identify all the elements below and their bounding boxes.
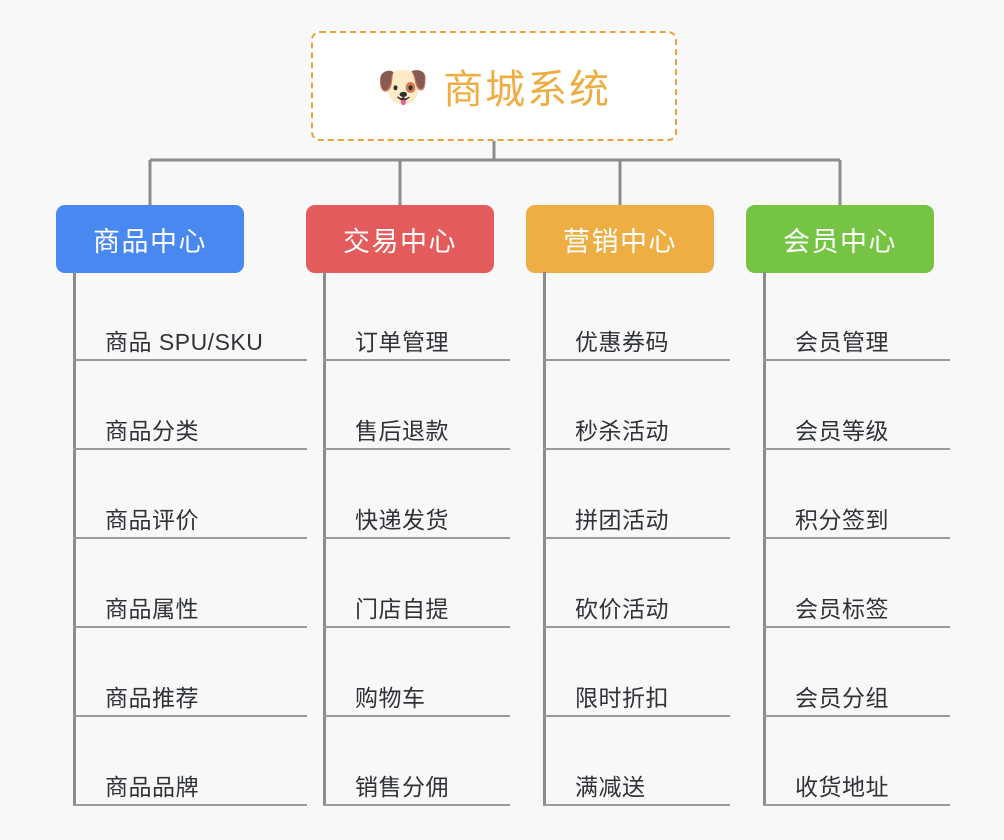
leaf-item-label: 限时折扣	[575, 684, 669, 711]
leaf-item[interactable]: 商品 SPU/SKU	[73, 272, 307, 361]
leaf-trunk-line	[543, 272, 546, 806]
leaf-item[interactable]: 商品评价	[73, 450, 307, 539]
dog-face-icon: 🐶	[376, 63, 430, 110]
leaf-item[interactable]: 购物车	[323, 628, 510, 717]
category-box-member-center[interactable]: 会员中心	[746, 205, 934, 273]
category-label: 会员中心	[783, 226, 897, 257]
leaf-item[interactable]: 满减送	[543, 717, 730, 806]
root-title: 商城系统	[443, 68, 612, 112]
category-box-product-center[interactable]: 商品中心	[56, 205, 244, 273]
leaf-item-label: 订单管理	[355, 328, 449, 355]
leaf-item-label: 积分签到	[795, 506, 889, 533]
root-node[interactable]: 🐶 商城系统	[311, 31, 677, 141]
leaf-item[interactable]: 会员分组	[763, 628, 950, 717]
leaf-item[interactable]: 优惠券码	[543, 272, 730, 361]
category-box-marketing-center[interactable]: 营销中心	[526, 205, 714, 273]
leaf-item[interactable]: 商品推荐	[73, 628, 307, 717]
leaf-item-label: 会员管理	[795, 328, 889, 355]
leaf-item-label: 购物车	[355, 684, 426, 711]
leaf-item-label: 会员标签	[795, 595, 889, 622]
leaf-item[interactable]: 积分签到	[763, 450, 950, 539]
leaf-column-trade-center: 订单管理售后退款快递发货门店自提购物车销售分佣	[323, 272, 510, 806]
leaf-item-label: 商品评价	[105, 506, 199, 533]
leaf-item[interactable]: 门店自提	[323, 539, 510, 628]
category-label: 商品中心	[93, 226, 207, 257]
leaf-item[interactable]: 会员标签	[763, 539, 950, 628]
leaf-item-label: 商品分类	[105, 417, 199, 444]
leaf-item-label: 销售分佣	[355, 773, 449, 800]
leaf-item-label: 满减送	[575, 773, 646, 800]
leaf-item[interactable]: 销售分佣	[323, 717, 510, 806]
leaf-item-label: 快递发货	[355, 506, 449, 533]
leaf-item-label: 收货地址	[795, 773, 889, 800]
leaf-item-label: 砍价活动	[575, 595, 669, 622]
leaf-item[interactable]: 拼团活动	[543, 450, 730, 539]
category-label: 交易中心	[343, 226, 457, 257]
leaf-trunk-line	[763, 272, 766, 806]
leaf-item-label: 会员等级	[795, 417, 889, 444]
leaf-item[interactable]: 商品属性	[73, 539, 307, 628]
leaf-column-marketing-center: 优惠券码秒杀活动拼团活动砍价活动限时折扣满减送	[543, 272, 730, 806]
leaf-item-label: 商品品牌	[105, 773, 199, 800]
leaf-item-label: 门店自提	[355, 595, 449, 622]
leaf-column-product-center: 商品 SPU/SKU 商品分类商品评价商品属性商品推荐商品品牌	[73, 272, 307, 806]
leaf-item-label: 商品推荐	[105, 684, 199, 711]
leaf-item[interactable]: 会员等级	[763, 361, 950, 450]
leaf-trunk-line	[73, 272, 76, 806]
leaf-item[interactable]: 商品品牌	[73, 717, 307, 806]
leaf-item[interactable]: 商品分类	[73, 361, 307, 450]
leaf-item-label: 会员分组	[795, 684, 889, 711]
leaf-item[interactable]: 限时折扣	[543, 628, 730, 717]
leaf-item-label: 优惠券码	[575, 328, 669, 355]
category-box-trade-center[interactable]: 交易中心	[306, 205, 494, 273]
leaf-item-label: 售后退款	[355, 417, 449, 444]
leaf-item[interactable]: 快递发货	[323, 450, 510, 539]
leaf-item-label: 商品 SPU/SKU	[105, 328, 264, 355]
leaf-item-label: 秒杀活动	[575, 417, 669, 444]
leaf-trunk-line	[323, 272, 326, 806]
leaf-item[interactable]: 收货地址	[763, 717, 950, 806]
leaf-item[interactable]: 秒杀活动	[543, 361, 730, 450]
leaf-column-member-center: 会员管理会员等级积分签到会员标签会员分组收货地址	[763, 272, 950, 806]
leaf-item-label: 拼团活动	[575, 506, 669, 533]
leaf-item[interactable]: 会员管理	[763, 272, 950, 361]
leaf-item[interactable]: 砍价活动	[543, 539, 730, 628]
leaf-item-label: 商品属性	[105, 595, 199, 622]
category-label: 营销中心	[563, 226, 677, 257]
leaf-item[interactable]: 售后退款	[323, 361, 510, 450]
leaf-item[interactable]: 订单管理	[323, 272, 510, 361]
